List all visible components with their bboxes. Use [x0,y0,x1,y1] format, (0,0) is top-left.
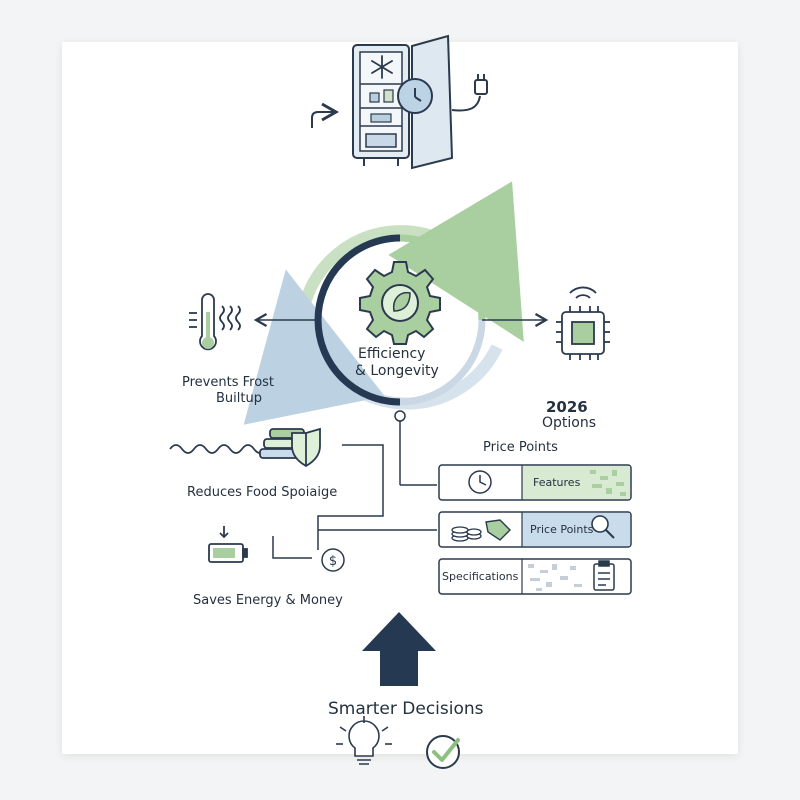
up-arrow-icon [362,612,436,686]
energy-label: Saves Energy & Money [193,593,343,608]
clipboard-icon [593,560,615,591]
svg-text:$: $ [329,554,337,569]
connector-lines [272,418,437,559]
lightbulb-icon [336,716,392,765]
stem-node [394,410,406,422]
center-label-line1: Efficiency [358,346,426,362]
battery-icon [208,526,248,563]
center-label-line2: & Longevity [355,363,439,379]
snowflake-icon [371,55,393,79]
chip-icon [556,286,610,360]
price-points-heading: Price Points [483,440,558,455]
magnifier-icon [591,515,609,533]
coins-icon [451,526,482,542]
frost-label-line1: Prevents Frost [182,375,275,390]
options-rows [438,464,632,595]
row-label-features: Features [533,476,581,489]
thermometer-icon [189,293,241,351]
row-label-specifications: Specifications [442,570,519,583]
options-year: 2026 [546,398,588,416]
refrigerator-icon [311,34,488,170]
dollar-icon: $ [321,548,345,572]
frost-label-line2: Builtup [216,391,262,406]
row-label-price-points: Price Points [530,523,594,536]
food-label: Reduces Food Spoiaige [187,485,338,500]
food-shield-icon [169,427,321,468]
footer-label: Smarter Decisions [328,699,484,719]
gear-icon [359,261,441,345]
cycle-ring [243,181,524,425]
options-label: Options [542,415,597,431]
check-circle-icon [426,735,460,769]
price-tag-icon [485,519,511,541]
